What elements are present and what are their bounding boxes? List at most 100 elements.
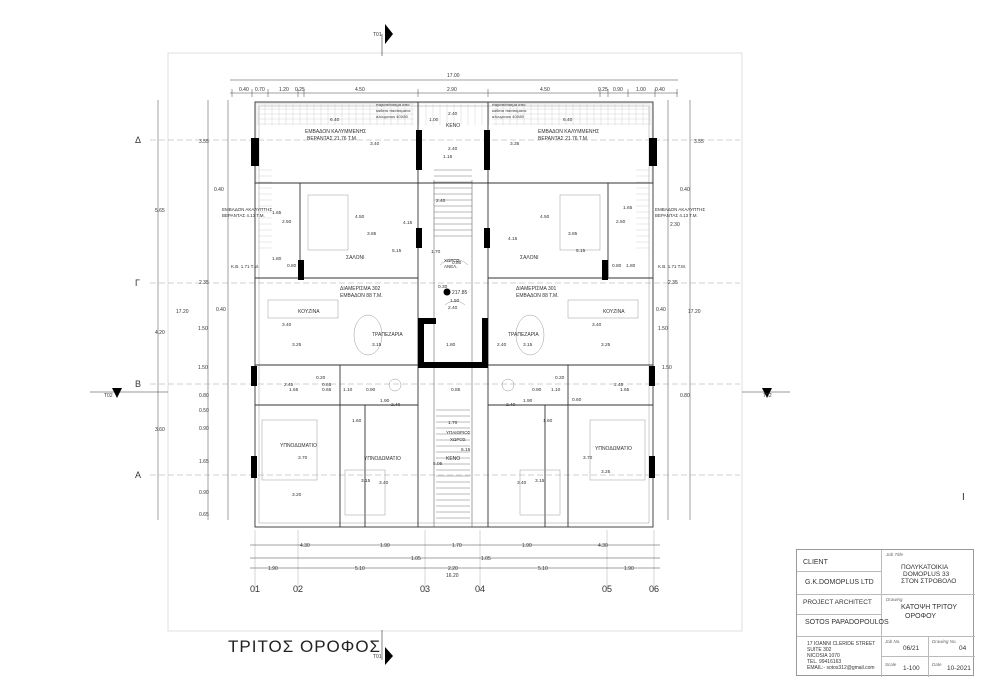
bottom-dim1-4: 4.30 (598, 543, 608, 549)
top-dim-10: 0.40 (655, 87, 665, 93)
bottom-dim1-0: 4.30 (300, 543, 310, 549)
kb-left-label: Κ.Β. 1.71 Τ.Μ. (231, 264, 259, 269)
dim-text: 3.15 (523, 342, 533, 348)
ypnodomatio-label-3: ΥΠΝΟΔΩΜΑΤΙΟ (595, 446, 632, 452)
kouzina-right-label: ΚΟΥΖΙΝΑ (603, 309, 625, 315)
saloni-left-label: ΣΑΛΟΝΙ (346, 255, 365, 261)
dim-text: 2.50 (616, 219, 626, 225)
section-marker-top: T01 (373, 24, 393, 56)
bottom-dim2-0: 1.05 (411, 556, 421, 562)
job-no-label: Job No. (885, 639, 901, 644)
level-marker: 217.85 (443, 288, 468, 296)
grid-col-0: 01 (250, 584, 260, 594)
job-no: 06/21 (903, 645, 920, 652)
plan-title: ΤΡΙΤΟΣ ΟΡΟΦΟΣ (228, 637, 382, 656)
kouzina-left-label: ΚΟΥΖΙΝΑ (298, 309, 320, 315)
left-dim-6: 4.20 (155, 330, 165, 336)
window-note-right-3: αλουμινιου 40Χ80 (492, 114, 525, 119)
address-2: SUITE 302 (807, 647, 832, 653)
date: 10-2021 (947, 665, 971, 672)
apt-301-label-2: ΕΜΒΑΔΟΝ 88 Τ.Μ. (516, 293, 559, 299)
dim-text: 3.40 (379, 480, 389, 486)
side-dimension-lines (157, 100, 691, 520)
window-note-left-3: αλουμινιου 40Χ80 (376, 114, 409, 119)
dim-text: 1.50 (450, 298, 460, 304)
veranda-left-label-2: ΒΕΡΑΝΤΑΣ 21.76 Τ.Μ. (307, 136, 357, 142)
section-marker-bottom: T01 (373, 630, 393, 665)
dim-text: 2.40 (448, 146, 458, 152)
dim-text: 1.65 (620, 387, 630, 393)
grid-col-lines (254, 530, 655, 592)
dim-text: 6.40 (563, 117, 573, 123)
dim-text: 2.45 (614, 382, 624, 388)
drawing-frame (167, 52, 743, 632)
wall-columns (251, 130, 657, 478)
dim-text: 0.20 (316, 375, 326, 381)
scale: 1-100 (903, 665, 920, 672)
date-label: Date (932, 662, 942, 667)
dim-text: 0.90 (366, 387, 376, 393)
top-dim-5: 2.90 (447, 87, 457, 93)
grid-col-5: 06 (649, 584, 659, 594)
dim-text: 3.35 (510, 141, 520, 147)
room-labels: ΕΜΒΑΔΟΝ ΚΑΛΥΜΜΕΝΗΣ ΒΕΡΑΝΤΑΣ 21.76 Τ.Μ. Ε… (222, 102, 705, 462)
dim-text: 4.15 (403, 220, 413, 226)
dim-text: 3.25 (292, 342, 302, 348)
trapezaria-left-label: ΤΡΑΠΕΖΑΡΙΑ (372, 332, 403, 338)
dim-text: 4.50 (540, 214, 550, 220)
section-tag-right: T02 (763, 393, 772, 399)
uncovered-right-label-2: ΒΕΡΑΝΤΑΣ 4.13 Τ.Μ. (655, 213, 698, 218)
kb-right-label: Κ.Β. 1.71 Τ.Μ. (658, 264, 686, 269)
right-dim-4: 17.20 (688, 309, 701, 315)
grid-row-2: Β (135, 379, 141, 389)
ypaithrios-label-1: ΥΠΑΙΘΡΙΟΣ (446, 430, 471, 435)
bottom-dimension-lines (250, 544, 660, 569)
dim-text: 0.30 (438, 284, 448, 290)
ypaithrios-label-2: ΧΩΡΟΣ (450, 437, 466, 442)
right-dim-5: 0.40 (656, 307, 666, 313)
bottom-dim3-1: 5.10 (355, 566, 365, 572)
dim-text: 0.80 (612, 263, 622, 269)
section-tag-bottom: T01 (373, 654, 382, 660)
bottom-dim1-2: 1.70 (452, 543, 462, 549)
client-name: G.K.DOMOPLUS LTD (805, 579, 874, 586)
dim-text: 1.70 (431, 249, 441, 255)
xoros-anel-label-2: ΑΝΕΛ. (444, 264, 458, 269)
window-note-left-2: καθετα πασσαμανα (376, 108, 411, 113)
dim-text: 1.10 (343, 387, 353, 393)
dim-text: 3.15 (535, 478, 545, 484)
left-dim-5: 0.40 (216, 307, 226, 313)
client-label: CLIENT (803, 559, 828, 566)
dim-text: 4.50 (355, 214, 365, 220)
tb-divider (797, 614, 881, 615)
dim-text: 3.85 (367, 231, 377, 237)
bottom-dim3-3: 5.10 (538, 566, 548, 572)
grid-row-0: Δ (135, 135, 141, 145)
dim-text: 6.15 (461, 447, 471, 453)
architect-name: SOTOS PAPADOPOULOS (805, 619, 889, 626)
top-dim-4: 4.50 (355, 87, 365, 93)
ypnodomatio-label-2: ΥΠΝΟΔΩΜΑΤΙΟ (364, 456, 401, 462)
drawing-title-2: ΟΡΟΦΟΥ (905, 613, 937, 620)
dim-text: 1.65 (623, 205, 633, 211)
right-dim-0: 3.55 (694, 139, 704, 145)
dim-text: 1.90 (380, 398, 390, 404)
left-dim-8: 1.50 (198, 365, 208, 371)
level-value: 217.85 (452, 290, 468, 296)
architect-label: PROJECT ARCHITECT (803, 599, 872, 606)
top-dim-1: 0.70 (255, 87, 265, 93)
apt-302-label-2: ΕΜΒΑΔΟΝ 88 Τ.Μ. (340, 293, 383, 299)
dim-text: 5.05 (433, 461, 443, 467)
grid-col-1: 02 (293, 584, 303, 594)
top-dim-2: 1.20 (279, 87, 289, 93)
dim-text: 2.40 (436, 198, 446, 204)
left-dim-2: 5.65 (155, 208, 165, 214)
dim-text: 3.85 (568, 231, 578, 237)
left-dim-3: 2.35 (199, 280, 209, 286)
keno-mid-label: ΚΕΝΟ (446, 456, 460, 462)
drawing-no: 04 (959, 645, 967, 652)
bottom-dim2-1: 1.05 (481, 556, 491, 562)
job-title-1: ΠΟΛΥΚΑΤΟΙΚΙΑ (901, 564, 949, 571)
dim-text: 0.85 (451, 387, 461, 393)
